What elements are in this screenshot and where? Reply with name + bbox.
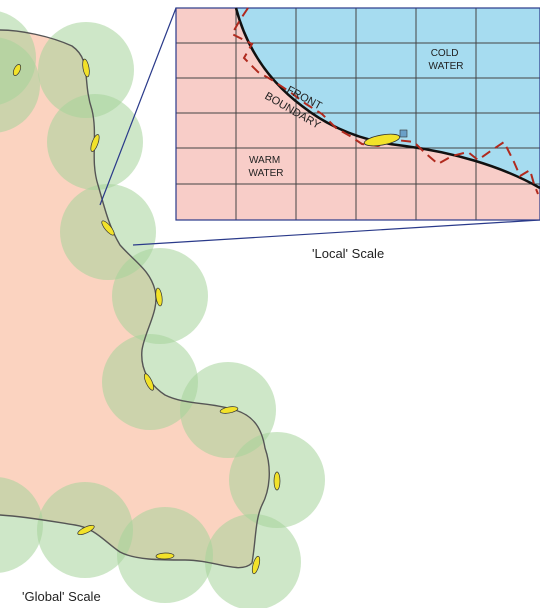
underwater-glider-icon [90, 134, 100, 152]
grid-lines [176, 8, 540, 220]
sensing-radius-icon [0, 477, 43, 573]
underwater-glider-icon [101, 220, 115, 236]
warm-water-label: WARM WATER [249, 155, 284, 179]
underwater-glider-icon [12, 64, 22, 76]
global-gliders [12, 58, 281, 575]
underwater-glider-icon [77, 524, 95, 536]
underwater-glider-icon [251, 555, 261, 575]
underwater-glider-icon [219, 406, 239, 414]
glider-tail [399, 129, 408, 138]
local-scale-label: 'Local' Scale [312, 246, 384, 261]
underwater-glider-icon [155, 552, 175, 560]
connector-line-bottom [132, 219, 540, 246]
front-boundary-line [234, 7, 540, 190]
underwater-glider-icon [155, 287, 163, 307]
underwater-glider-icon [82, 58, 90, 78]
zoom-connector-lines [99, 7, 540, 246]
local-scale-inset: COLD WATER WARM WATER FRONT BOUNDARY [175, 7, 540, 221]
sensing-circles [0, 11, 325, 608]
global-scale-label: 'Global' Scale [22, 589, 101, 604]
sensing-radius-icon [0, 37, 40, 133]
underwater-glider-icon [143, 373, 155, 391]
underwater-glider-icon [273, 471, 281, 491]
connector-line-top [99, 7, 177, 206]
inset-border [175, 7, 540, 221]
cold-water-area [236, 8, 540, 188]
cold-water-label: COLD WATER [429, 48, 464, 72]
